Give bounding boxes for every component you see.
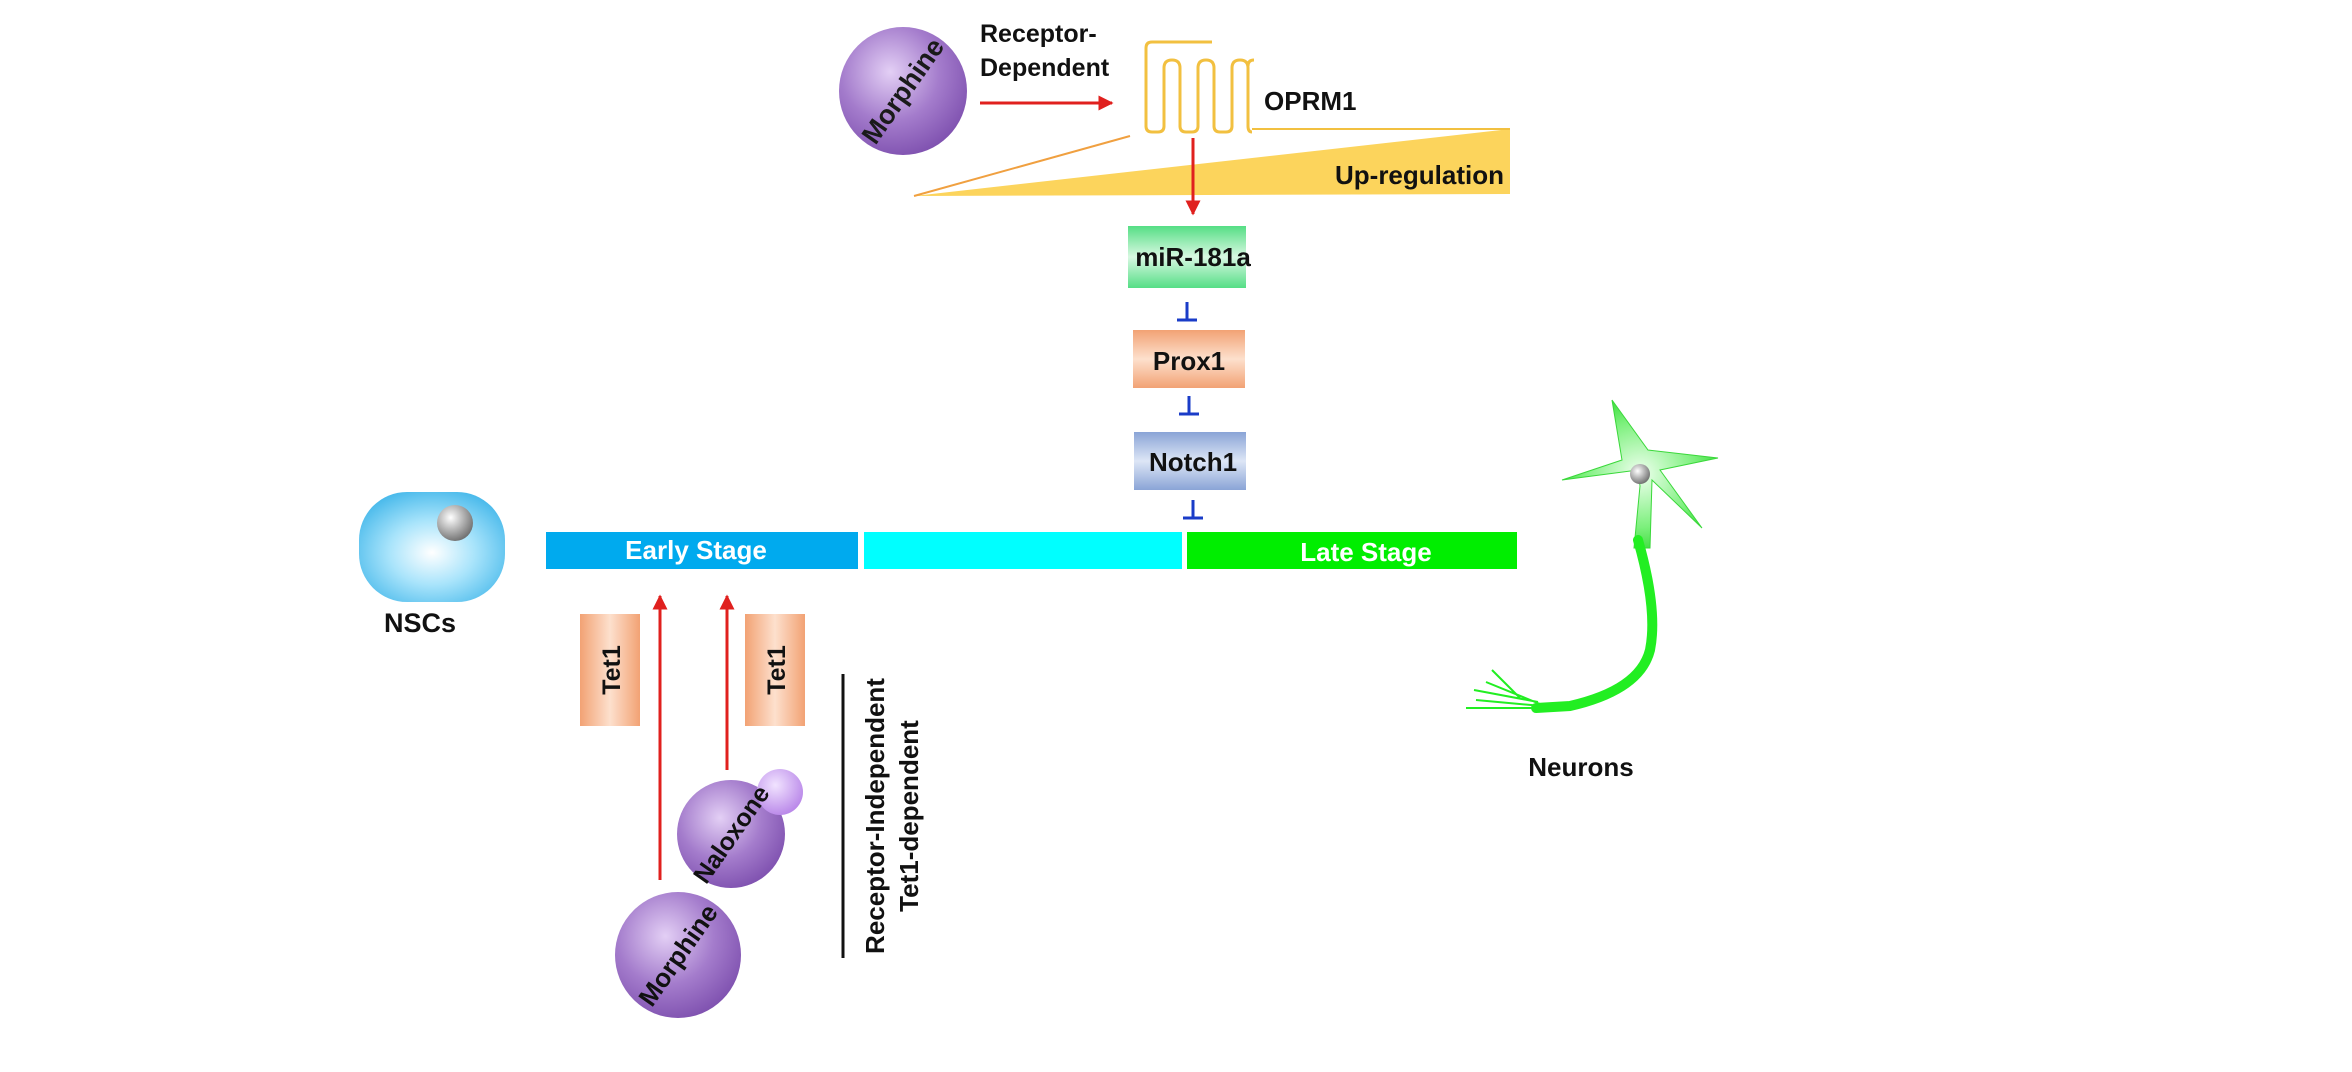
morphine-top-molecule: Morphine [839, 27, 967, 155]
late-stage-bar [1187, 532, 1517, 569]
receptor-dependent-label-line2: Dependent [980, 54, 1110, 82]
morphine-bottom-molecule: Morphine [615, 892, 741, 1018]
notch1-label: Notch1 [1149, 447, 1237, 477]
prox1-label: Prox1 [1153, 346, 1225, 376]
neuron-nucleus [1630, 464, 1650, 484]
inhibition-mark-1 [1177, 302, 1197, 322]
tet1-dependent-label: Tet1-dependent [894, 720, 924, 912]
receptor-dependent-label-line1: Receptor- [980, 20, 1097, 48]
inhibition-mark-2 [1179, 396, 1199, 416]
mir181a-label: miR-181a [1135, 242, 1251, 272]
early-stage-label: Early Stage [625, 535, 767, 565]
naloxone-molecule: Naloxone [677, 769, 803, 889]
tet1-right-box [745, 614, 805, 726]
mir181a-box [1128, 226, 1246, 288]
inhibition-mark-3 [1183, 500, 1203, 520]
nsc-cell-icon [359, 492, 505, 602]
upregulation-label: Up-regulation [1335, 160, 1504, 190]
oprm1-label: OPRM1 [1264, 86, 1356, 116]
upregulation-wedge [913, 128, 1510, 197]
early-stage-bar [546, 532, 858, 569]
neuron-icon [1466, 399, 1719, 713]
nsc-label: NSCs [384, 608, 456, 638]
notch1-box [1134, 432, 1246, 490]
nsc-nucleus [437, 505, 473, 541]
tet1-left-label: Tet1 [598, 645, 626, 695]
middle-stage-bar [864, 532, 1182, 569]
neurons-label: Neurons [1528, 752, 1633, 782]
tet1-right-label: Tet1 [763, 645, 791, 695]
receptor-independent-label: Receptor-Independent [860, 678, 890, 954]
prox1-box [1133, 330, 1245, 388]
oprm1-receptor-icon [1144, 40, 1255, 134]
naloxone-bound-receptor [757, 769, 803, 815]
late-stage-label: Late Stage [1300, 537, 1432, 567]
tet1-left-box [580, 614, 640, 726]
